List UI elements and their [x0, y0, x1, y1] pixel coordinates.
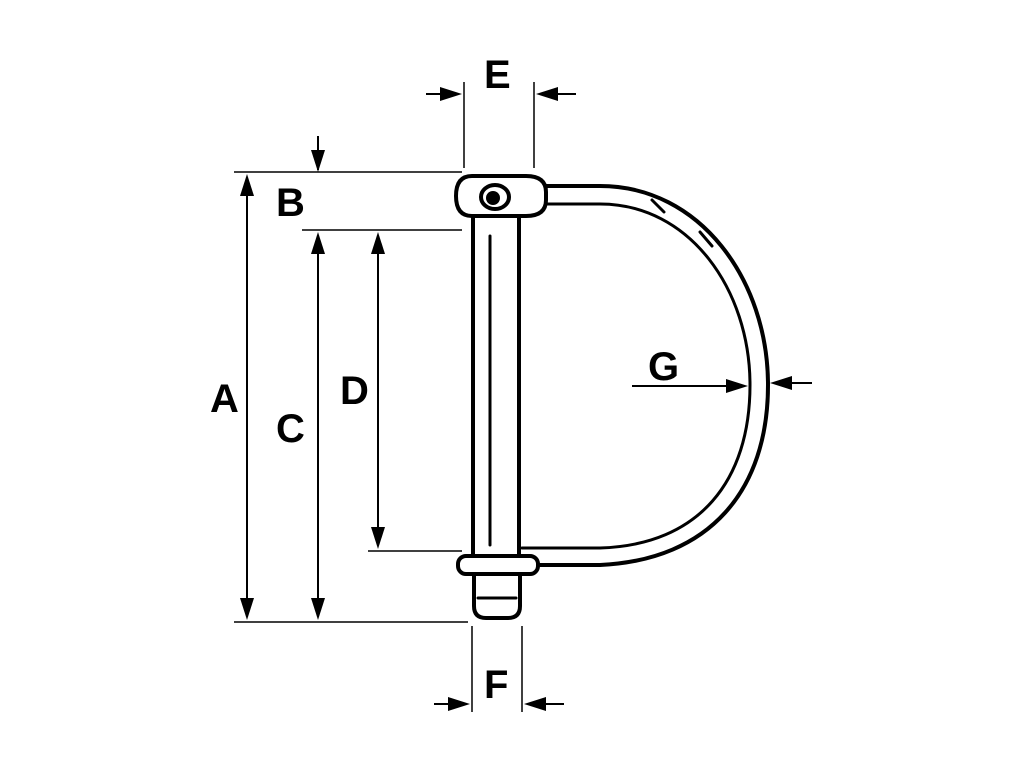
lynch-pin-drawing: [454, 174, 770, 620]
arrowhead-right: [726, 379, 748, 393]
dimension-d: D: [340, 232, 385, 549]
label-b: B: [276, 181, 305, 225]
bail-segment-mark: [650, 198, 666, 214]
dimension-g: G: [632, 345, 812, 393]
arrowhead-down: [311, 598, 325, 620]
arrowhead-right: [440, 87, 462, 101]
dimension-a: A: [210, 174, 254, 620]
arrowhead-down: [371, 527, 385, 549]
pin-shaft: [471, 212, 521, 566]
dimension-e: E: [426, 53, 576, 101]
extension-lines: [234, 82, 535, 712]
arrowhead-left: [524, 697, 546, 711]
label-c: C: [276, 407, 305, 451]
dimension-f: F: [434, 663, 564, 711]
pin-collar: [456, 554, 540, 576]
label-f: F: [484, 663, 508, 707]
arrowhead-up: [240, 174, 254, 196]
label-e: E: [484, 53, 511, 97]
label-g: G: [648, 345, 679, 389]
arrowhead-left: [536, 87, 558, 101]
arrowhead-right: [448, 697, 470, 711]
dimension-c: C: [276, 232, 325, 620]
arrowhead-down: [240, 598, 254, 620]
arrowhead-up: [371, 232, 385, 254]
arrowhead-left: [770, 376, 792, 390]
dimension-b: B: [276, 136, 325, 225]
arrowhead-up: [311, 232, 325, 254]
pin-tip: [472, 572, 522, 620]
label-d: D: [340, 369, 369, 413]
bail-wire-inner: [520, 202, 752, 550]
bail-segment-mark: [698, 230, 714, 248]
label-a: A: [210, 377, 239, 421]
arrowhead-down: [311, 150, 325, 172]
bail-wire-end: [486, 191, 500, 205]
bail-wire-outer: [518, 184, 770, 567]
